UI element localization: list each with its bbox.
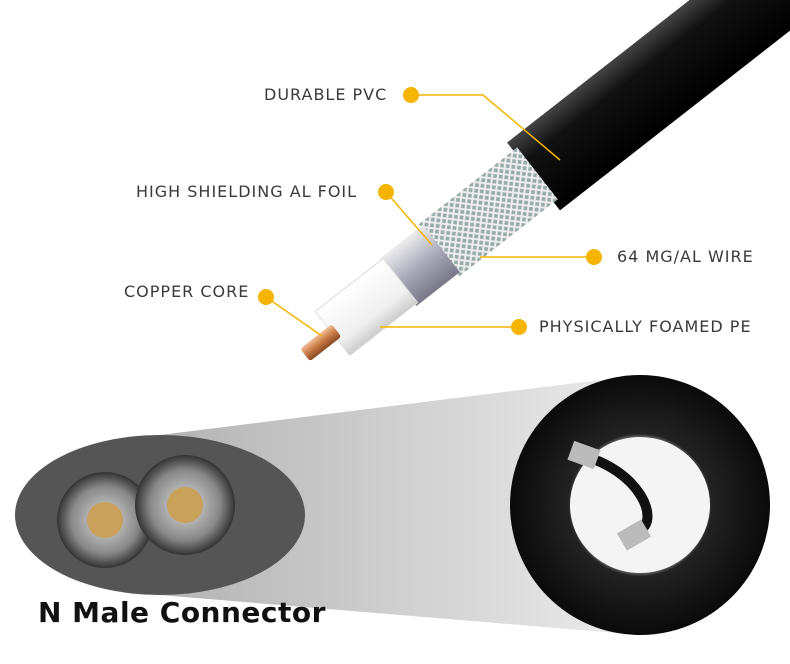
label-durable-pvc: DURABLE PVC [264, 85, 388, 104]
label-mg-al-wire: 64 MG/AL WIRE [617, 247, 754, 266]
braid-wire [418, 147, 558, 277]
callout-dot [403, 87, 419, 103]
al-foil [379, 224, 460, 306]
callout-dot [511, 319, 527, 335]
copper-core [301, 325, 341, 361]
caption-n-male-connector: N Male Connector [38, 596, 326, 629]
callout-dot [378, 184, 394, 200]
label-foamed-pe: PHYSICALLY FOAMED PE [539, 317, 752, 336]
label-copper-core: COPPER CORE [124, 282, 250, 301]
callout-dot [586, 249, 602, 265]
highlight-beam [160, 375, 640, 635]
callout-dot [258, 289, 274, 305]
label-al-foil: HIGH SHIELDING AL FOIL [136, 182, 358, 201]
pvc-jacket [507, 0, 790, 211]
coax-cable [301, 0, 790, 361]
